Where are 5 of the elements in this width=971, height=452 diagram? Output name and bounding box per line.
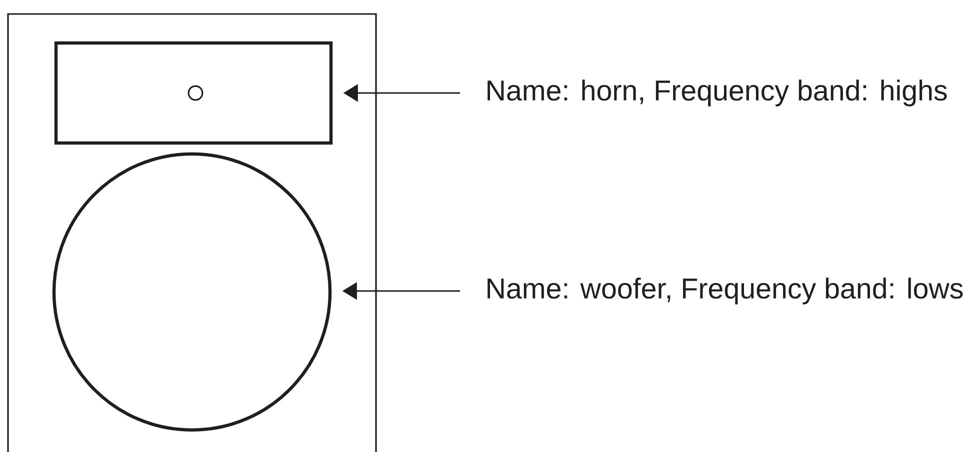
callout-text: Name: horn, Frequency band: highs: [488, 80, 947, 106]
horn-box: [54, 41, 333, 145]
callout-text: Name: woofer, Frequency band: lows: [488, 278, 963, 304]
cabinet-outline: [7, 13, 377, 452]
woofer-circle: [52, 152, 332, 432]
